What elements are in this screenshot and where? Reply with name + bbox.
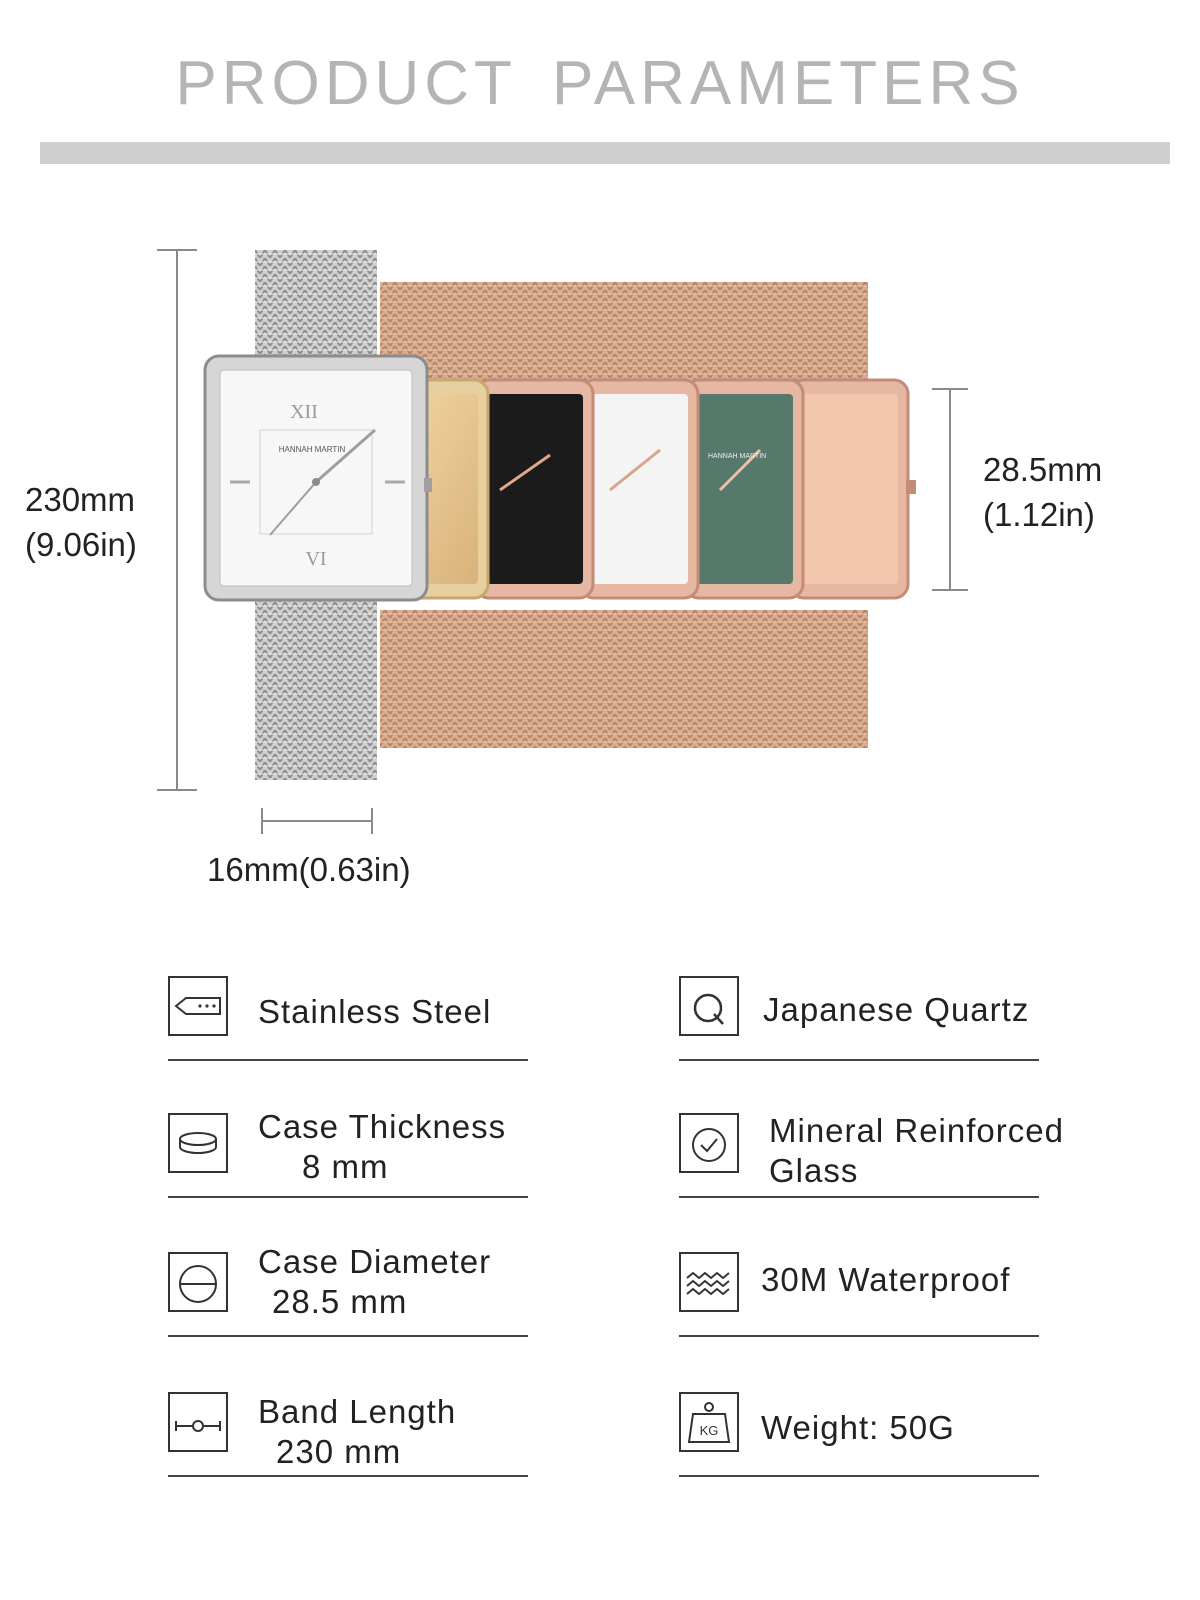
spec-weight-label: Weight: 50G: [761, 1409, 955, 1446]
weight-kg-icon: KG: [679, 1392, 739, 1452]
height-dim-bottom-tick: [157, 789, 197, 791]
quartz-icon: [679, 976, 739, 1036]
spec-glass-subtitle: Glass: [769, 1152, 859, 1189]
waves-icon: [679, 1252, 739, 1312]
case-dim-line: [949, 388, 951, 590]
band-buckle-icon: [168, 976, 228, 1036]
spec-glass: Mineral Reinforced Glass: [679, 1112, 1063, 1203]
spec-case-diameter: Case Diameter 28.5 mm: [168, 1243, 528, 1342]
spec-case-thickness-title: Case Thickness: [258, 1108, 507, 1145]
spec-divider: [679, 1335, 1039, 1337]
spec-waterproof-label: 30M Waterproof: [761, 1261, 1011, 1298]
spec-divider: [679, 1196, 1039, 1198]
dial-brand-text: HANNAH MARTIN: [279, 445, 346, 454]
watch-rose-black: [473, 378, 595, 600]
band-length-dimension: 230mm (9.06in): [25, 478, 137, 567]
svg-text:HANNAH MARTIN: HANNAH MARTIN: [708, 453, 766, 460]
spec-case-diameter-title: Case Diameter: [258, 1243, 492, 1280]
watch-silver-main: XII VI HANNAH MARTIN: [203, 354, 432, 602]
watch-product-image: HANNAH MARTIN XII VI HAN: [200, 250, 960, 810]
spec-movement: Japanese Quartz: [679, 976, 1039, 1066]
spec-material-label: Stainless Steel: [258, 993, 492, 1030]
spec-divider: [168, 1335, 528, 1337]
spec-glass-title: Mineral Reinforced: [769, 1112, 1064, 1149]
watch-rose-peach: [788, 378, 916, 600]
band-length-in: (9.06in): [25, 525, 137, 563]
band-length-mm: 230mm: [25, 481, 136, 518]
svg-text:KG: KG: [700, 1423, 719, 1438]
width-dim-right-tick: [371, 808, 373, 834]
spec-case-diameter-value: 28.5 mm: [272, 1283, 408, 1320]
spec-weight: KG Weight: 50G: [679, 1392, 1039, 1482]
title-divider: [40, 142, 1170, 164]
svg-text:VI: VI: [305, 548, 326, 570]
clock-glass-icon: [679, 1113, 739, 1173]
spec-divider: [168, 1475, 528, 1477]
case-size-mm: 28.5mm: [983, 451, 1103, 488]
spec-case-thickness-label: Case Thickness 8 mm: [258, 1107, 506, 1187]
spec-movement-label: Japanese Quartz: [763, 991, 1030, 1028]
svg-text:XII: XII: [290, 401, 318, 423]
watch-collection-illustration: HANNAH MARTIN XII VI HAN: [203, 250, 916, 780]
case-size-in: (1.12in): [983, 495, 1095, 533]
spec-band-length-value: 230 mm: [276, 1433, 402, 1470]
watch-rose-green: HANNAH MARTIN: [683, 378, 805, 600]
case-dim-bottom-tick: [932, 589, 968, 591]
spec-case-thickness-value: 8 mm: [302, 1148, 389, 1185]
watch-rose-white: [578, 378, 700, 600]
case-size-dimension: 28.5mm (1.12in): [983, 448, 1102, 537]
page-title: PRODUCT PARAMETERS: [175, 49, 1025, 118]
spec-band-length-label: Band Length 230 mm: [258, 1392, 456, 1472]
width-dim-line: [262, 820, 372, 822]
spec-band-length-title: Band Length: [258, 1393, 457, 1430]
spec-waterproof: 30M Waterproof: [679, 1252, 1039, 1342]
spec-band-length: Band Length 230 mm: [168, 1392, 528, 1482]
spec-case-thickness: Case Thickness 8 mm: [168, 1108, 528, 1203]
height-dim-line: [176, 250, 178, 790]
spec-material: Stainless Steel: [168, 976, 528, 1066]
case-diameter-icon: [168, 1252, 228, 1312]
case-thickness-icon: [168, 1113, 228, 1173]
spec-case-diameter-label: Case Diameter 28.5 mm: [258, 1242, 491, 1322]
spec-divider: [679, 1059, 1039, 1061]
spec-divider: [679, 1475, 1039, 1477]
spec-divider: [168, 1196, 528, 1198]
band-length-icon: [168, 1392, 228, 1452]
band-width-dimension: 16mm(0.63in): [207, 851, 411, 888]
spec-divider: [168, 1059, 528, 1061]
spec-glass-label: Mineral Reinforced Glass: [769, 1111, 1064, 1191]
